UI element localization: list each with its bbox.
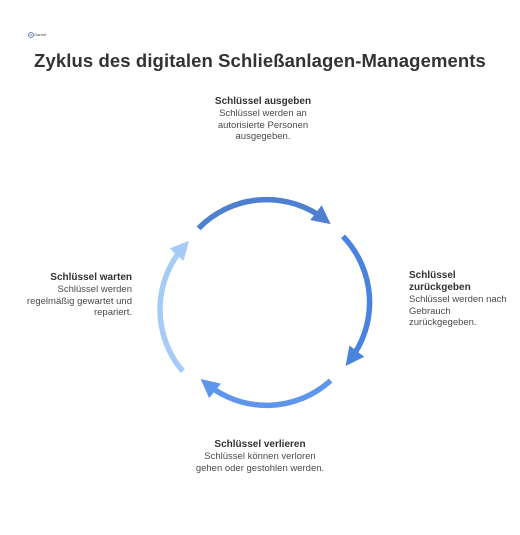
step-title: Schlüssel warten (50, 272, 132, 283)
step-description: Schlüssel werden regelmäßig gewartet und… (26, 284, 132, 318)
step-title: Schlüssel ausgeben (214, 96, 312, 107)
step-zurueckgeben: Schlüssel zurückgeben Schlüssel werden n… (409, 270, 509, 329)
cycle-arrow-ausgeben (196, 196, 331, 231)
step-verlieren: Schlüssel verlieren Schlüssel können ver… (190, 439, 330, 474)
step-title: Schlüssel zurückgeben (409, 270, 471, 293)
step-description: Schlüssel werden nach Gebrauch zurückgeg… (409, 294, 507, 328)
step-ausgeben: Schlüssel ausgeben Schlüssel werden an a… (204, 96, 322, 143)
cycle-arrow-verlieren (200, 378, 333, 409)
brand-logo: Garant (28, 32, 50, 42)
logo-text: Garant (34, 32, 47, 37)
cycle-arrow-zurueckgeben (341, 234, 373, 366)
page-title: Zyklus des digitalen Schließanlagen-Mana… (34, 50, 486, 71)
gear-logo-icon (28, 32, 34, 38)
step-description: Schlüssel werden an autorisierte Persone… (217, 108, 309, 142)
step-warten: Schlüssel warten Schlüssel werden regelm… (22, 272, 132, 319)
step-title: Schlüssel verlieren (214, 439, 306, 450)
step-description: Schlüssel können verloren gehen oder ges… (195, 451, 325, 474)
cycle-arrow-warten (157, 240, 189, 374)
